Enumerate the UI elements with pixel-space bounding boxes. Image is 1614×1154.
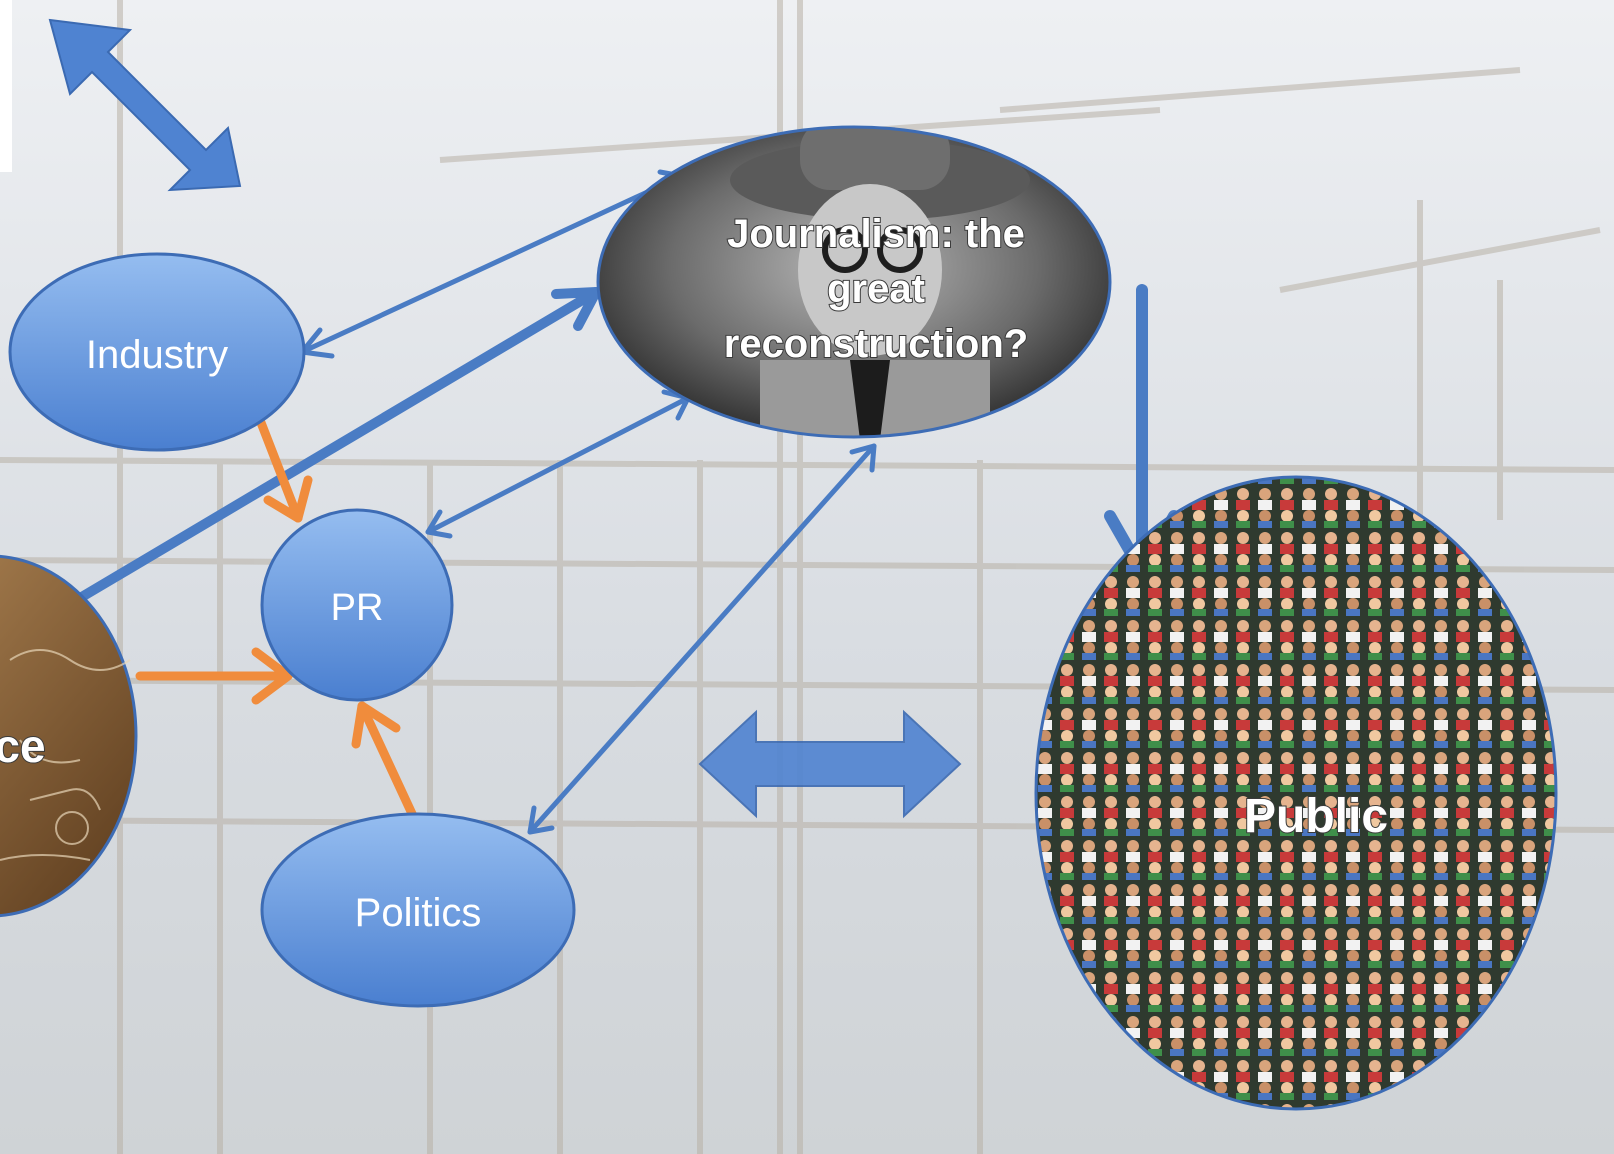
node-public: Public — [1034, 475, 1558, 1111]
node-industry: Industry — [8, 252, 306, 452]
node-journalism-label-line-2: great — [827, 267, 925, 311]
double-arrow-icon — [48, 18, 242, 192]
node-journalism-label-line-3: reconstruction? — [724, 322, 1028, 366]
node-politics-label: Politics — [355, 891, 482, 935]
node-pr: PR — [260, 508, 454, 702]
corner-image-fragment — [0, 0, 12, 172]
node-science: ce — [0, 554, 138, 918]
journalist-photo — [730, 127, 1030, 437]
connectors — [75, 169, 1180, 835]
node-public-label: Public — [1244, 790, 1388, 843]
node-politics: Politics — [260, 812, 576, 1008]
node-pr-label: PR — [331, 587, 384, 629]
node-industry-label: Industry — [86, 333, 228, 377]
horizontal-double-arrow-icon — [698, 709, 962, 819]
node-journalism-label-line-1: Journalism: the — [727, 212, 1025, 256]
node-science-label: ce — [0, 720, 46, 772]
node-journalism: Journalism: the great reconstruction? — [596, 125, 1112, 439]
